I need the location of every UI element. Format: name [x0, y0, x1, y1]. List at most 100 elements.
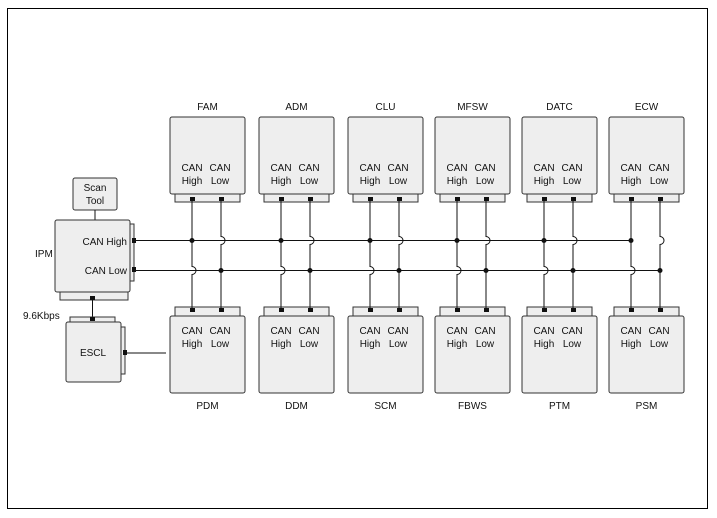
module-pin-label: CAN [648, 163, 669, 174]
module-name-label: PTM [549, 401, 570, 412]
can-low-pin [484, 308, 489, 312]
can-low-pin [219, 308, 224, 312]
can-low-pin [308, 197, 313, 201]
scan-tool-label-line1: Scan [84, 183, 107, 194]
can-low-junction [218, 268, 224, 273]
can-low-pin [571, 308, 576, 312]
module-name-label: PDM [196, 401, 218, 412]
module-box [258, 116, 335, 195]
can-high-junction [367, 238, 373, 243]
module-pin-label: CAN [533, 163, 554, 174]
ipm-low-pin [132, 267, 136, 272]
can-high-drop [369, 240, 375, 308]
module-pin-label: CAN [181, 326, 202, 337]
module-pin-label: CAN [648, 326, 669, 337]
module-box [608, 116, 685, 195]
can-high-junction [278, 238, 284, 243]
can-low-junction [570, 268, 576, 273]
can-high-junction [454, 238, 460, 243]
module-pin-label: Low [476, 176, 495, 187]
can-high-drop [456, 240, 462, 308]
can-low-pin [308, 308, 313, 312]
can-high-drop [543, 240, 549, 308]
can-low-pin [658, 197, 663, 201]
ipm-high-pin [132, 238, 136, 243]
can-low-drop [659, 201, 665, 271]
module-pin-label: CAN [298, 163, 319, 174]
can-high-pin [279, 308, 284, 312]
module-pin-label: CAN [533, 326, 554, 337]
module-pin-label: High [360, 176, 381, 187]
ipm-can-low-label: CAN Low [85, 266, 128, 277]
can-high-pin [190, 197, 195, 201]
module-pin-label: High [621, 176, 642, 187]
can-high-junction [541, 238, 547, 243]
module-pin-label: CAN [474, 326, 495, 337]
escl-module: ESCL [65, 316, 127, 383]
can-low-pin [397, 308, 402, 312]
module-pin-label: Low [300, 339, 319, 350]
module-name-label: FAM [197, 102, 218, 113]
module-pin-label: CAN [620, 163, 641, 174]
can-low-drop [220, 201, 226, 271]
can-low-junction [307, 268, 313, 273]
module-pin-label: Low [389, 339, 408, 350]
scan-tool-label-line2: Tool [86, 196, 104, 207]
module-pin-label: CAN [270, 326, 291, 337]
module-pin-label: CAN [561, 163, 582, 174]
module-pin-label: CAN [446, 163, 467, 174]
escl-box [65, 321, 122, 383]
module-pin-label: High [360, 339, 381, 350]
module-pin-label: CAN [359, 326, 380, 337]
can-high-pin [368, 197, 373, 201]
module-pin-label: High [534, 339, 555, 350]
module-pin-label: Low [389, 176, 408, 187]
can-high-pin [455, 308, 460, 312]
module-pin-label: High [182, 339, 203, 350]
module-name-label: SCM [374, 401, 396, 412]
module-pin-label: High [621, 339, 642, 350]
module-pin-label: High [271, 339, 292, 350]
module-box [258, 315, 335, 394]
module-pin-label: CAN [298, 326, 319, 337]
module-pin-label: High [271, 176, 292, 187]
module-pin-label: Low [300, 176, 319, 187]
module-pin-label: High [534, 176, 555, 187]
module-name-label: FBWS [458, 401, 487, 412]
module-name-label: ECW [635, 102, 659, 113]
module-name-label: MFSW [457, 102, 488, 113]
module-box [521, 116, 598, 195]
module-box [434, 116, 511, 195]
modules-layer: FAMCANHighCANLowADMCANHighCANLowCLUCANHi… [169, 102, 685, 412]
module-pin-label: Low [563, 339, 582, 350]
can-low-pin [484, 197, 489, 201]
can-low-pin [571, 197, 576, 201]
module-name-label: DATC [546, 102, 572, 113]
can-low-junction [396, 268, 402, 273]
can-high-pin [455, 197, 460, 201]
module-pin-label: CAN [209, 163, 230, 174]
can-low-drop [309, 201, 315, 271]
module-pin-label: CAN [270, 163, 291, 174]
ipm-can-high-label: CAN High [83, 237, 127, 248]
module-pin-label: Low [476, 339, 495, 350]
module-pin-label: Low [650, 339, 669, 350]
can-low-junction [657, 268, 663, 273]
module-pin-label: CAN [446, 326, 467, 337]
ipm-bottom-pin [90, 296, 95, 300]
ipm-module: IPM CAN High CAN Low [35, 219, 136, 301]
can-high-junction [628, 238, 634, 243]
module-name-label: CLU [375, 102, 395, 113]
can-high-junction [189, 238, 195, 243]
module-pin-label: Low [211, 176, 230, 187]
